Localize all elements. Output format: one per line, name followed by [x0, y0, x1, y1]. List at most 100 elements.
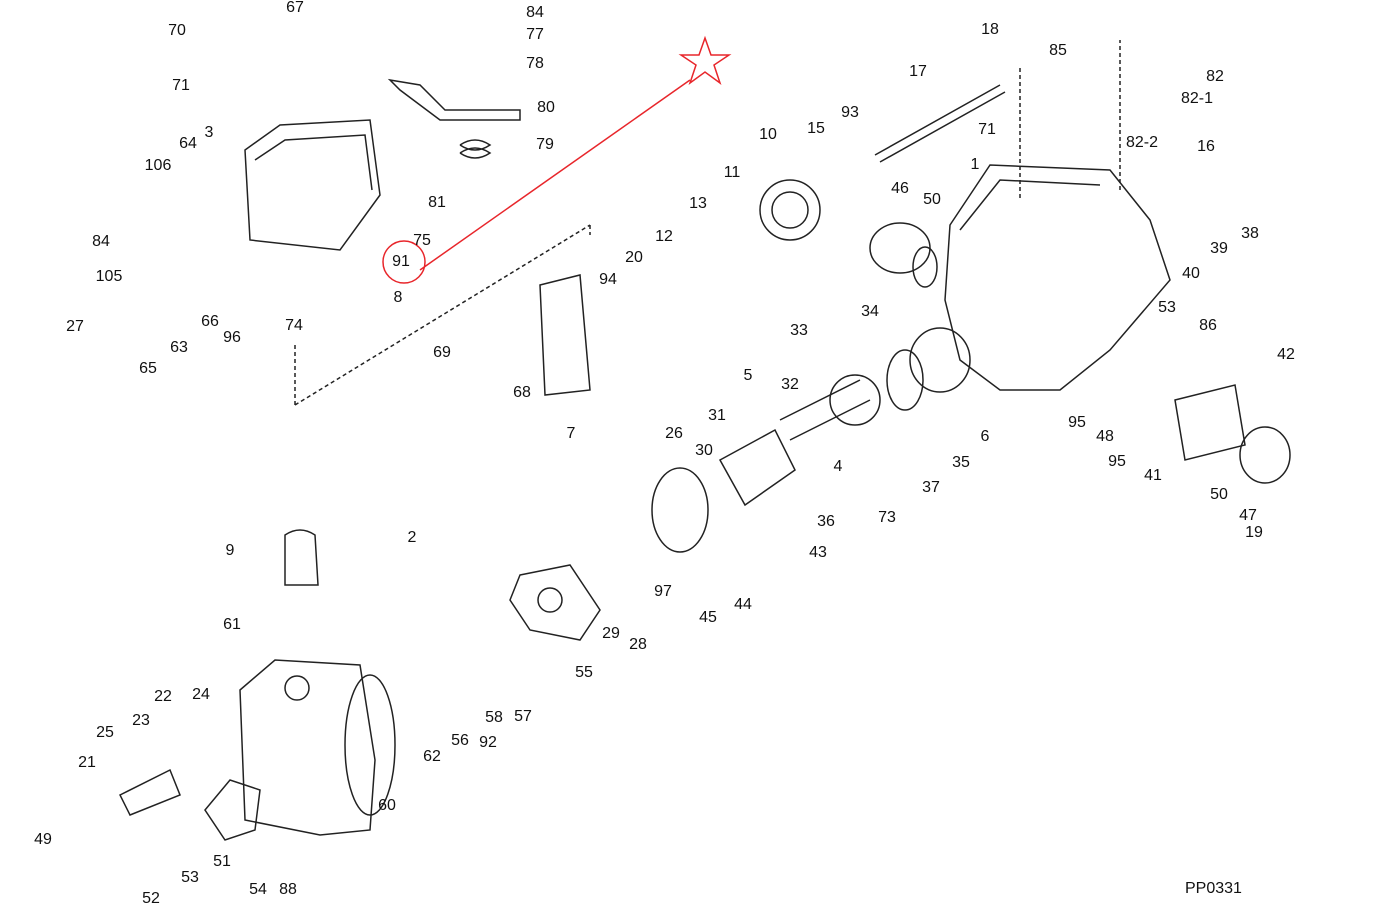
part-label: 106	[144, 157, 172, 174]
part-label: 39	[1210, 240, 1228, 257]
part-label: 79	[536, 136, 554, 153]
part-label: 3	[204, 124, 214, 141]
part-label: 6	[980, 428, 990, 445]
part-label: 44	[734, 596, 752, 613]
part-outlines	[118, 40, 1291, 841]
part-label: 78	[526, 55, 544, 72]
part-label: 95	[1068, 414, 1086, 431]
part-label: 47	[1239, 507, 1257, 524]
part-label: 51	[213, 853, 231, 870]
part-label: 32	[781, 376, 799, 393]
part-label: 105	[95, 268, 123, 285]
part-label: 88	[279, 881, 297, 898]
part-label: 55	[575, 664, 593, 681]
part-label: 71	[172, 77, 190, 94]
part-label: 12	[655, 228, 673, 245]
part-label: 40	[1182, 265, 1200, 282]
part-label: 93	[841, 104, 859, 121]
part-label: 58	[485, 709, 503, 726]
highlight-circle	[382, 240, 426, 284]
part-label: 75	[413, 232, 431, 249]
part-label: 46	[891, 180, 909, 197]
part-label: 64	[179, 135, 197, 152]
part-label: 80	[537, 99, 555, 116]
part-label: 69	[433, 344, 451, 361]
part-label: 67	[286, 0, 304, 16]
part-label: 62	[423, 748, 441, 765]
part-label: 7	[566, 425, 576, 442]
part-label: 4	[833, 458, 843, 475]
part-label: 25	[96, 724, 114, 741]
part-label: 86	[1199, 317, 1217, 334]
part-label: 57	[514, 708, 532, 725]
part-label: 53	[181, 869, 199, 886]
part-label: 84	[92, 233, 110, 250]
part-label: 84	[526, 4, 544, 21]
diagram-code: PP0331	[1185, 880, 1242, 897]
part-label: 66	[201, 313, 219, 330]
part-label: 95	[1108, 453, 1126, 470]
part-label: 61	[223, 616, 241, 633]
part-label: 94	[599, 271, 617, 288]
part-label: 42	[1277, 346, 1295, 363]
part-label: 26	[665, 425, 683, 442]
part-label: 13	[689, 195, 707, 212]
part-label: 38	[1241, 225, 1259, 242]
part-label: 56	[451, 732, 469, 749]
part-label: 54	[249, 881, 267, 898]
part-label: 19	[1245, 524, 1263, 541]
part-label: 82-2	[1125, 134, 1159, 151]
part-label: 92	[479, 734, 497, 751]
part-label: 11	[723, 164, 741, 181]
highlight	[382, 35, 732, 284]
part-label: 27	[66, 318, 84, 335]
part-label: 8	[393, 289, 403, 306]
part-label: 28	[629, 636, 647, 653]
part-label: 10	[759, 126, 777, 143]
part-label: 2	[407, 529, 417, 546]
part-label: 36	[817, 513, 835, 530]
part-label: 45	[699, 609, 717, 626]
part-label: 50	[923, 191, 941, 208]
part-label: 81	[428, 194, 446, 211]
part-label: 77	[526, 26, 544, 43]
part-label: 33	[790, 322, 808, 339]
part-label: 9	[225, 542, 235, 559]
part-label: 18	[981, 21, 999, 38]
part-label: 41	[1144, 467, 1162, 484]
part-label: 70	[168, 22, 186, 39]
part-label: 60	[378, 797, 396, 814]
part-label: 35	[952, 454, 970, 471]
part-label: 85	[1049, 42, 1067, 59]
part-label: 16	[1197, 138, 1215, 155]
part-label: 21	[78, 754, 96, 771]
part-label: 49	[34, 831, 52, 848]
part-label: 63	[170, 339, 188, 356]
part-label: 52	[142, 890, 160, 907]
part-label: 22	[154, 688, 172, 705]
star-marker	[678, 35, 732, 85]
part-label: 53	[1158, 299, 1176, 316]
part-label: 97	[654, 583, 672, 600]
part-label: 1	[970, 156, 980, 173]
part-label: 31	[708, 407, 726, 424]
part-label: 65	[139, 360, 157, 377]
part-label: 23	[132, 712, 150, 729]
part-label: 96	[223, 329, 241, 346]
part-label: 43	[809, 544, 827, 561]
leader-line	[419, 79, 691, 271]
part-label: 82-1	[1180, 90, 1214, 107]
part-label: 73	[878, 509, 896, 526]
part-label: 15	[807, 120, 825, 137]
part-label: 37	[922, 479, 940, 496]
part-label: 30	[695, 442, 713, 459]
part-label: 5	[743, 367, 753, 384]
part-label: 29	[602, 625, 620, 642]
part-label: 17	[909, 63, 927, 80]
part-label: 24	[192, 686, 210, 703]
part-label: 74	[285, 317, 303, 334]
part-label: 91	[392, 253, 410, 270]
part-label: 50	[1210, 486, 1228, 503]
